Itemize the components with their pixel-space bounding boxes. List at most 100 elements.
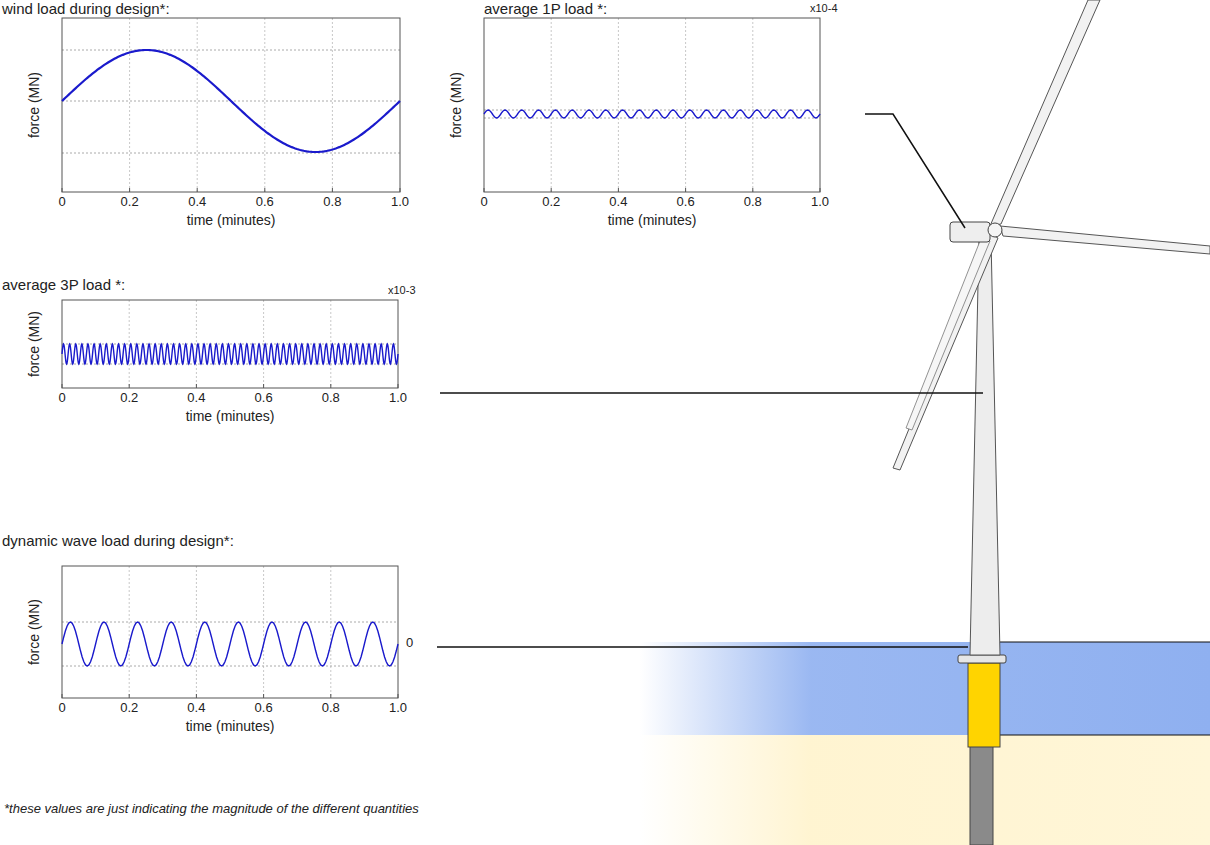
grid-line (685, 18, 686, 192)
grid-line (332, 18, 333, 192)
seabed (640, 735, 1210, 845)
reference-line (62, 666, 398, 667)
load-curve (62, 622, 398, 666)
tick-label: 0.4 (188, 195, 206, 210)
reference-line (484, 118, 820, 119)
nacelle (950, 222, 990, 242)
axis-multiplier: x10-4 (810, 2, 838, 15)
reference-line (484, 110, 820, 111)
tick-label: 0 (58, 195, 65, 210)
rotor-blade-rear (906, 236, 990, 430)
sea-surface-line (1000, 641, 1210, 642)
axis-label: time (minutes) (608, 212, 697, 228)
grid-line (551, 18, 552, 192)
chart-title: wind load during design*: (2, 0, 170, 17)
tick-label: 0.4 (187, 701, 205, 716)
tick-label: 0.8 (323, 195, 341, 210)
footnote: *these values are just indicating the ma… (4, 802, 419, 817)
load-curve (62, 50, 400, 152)
sea-water (640, 642, 1210, 735)
tick-mark (263, 384, 264, 388)
tower-flange (958, 655, 1006, 663)
tick-label: 0.2 (120, 701, 138, 716)
tick-label: 1.0 (391, 195, 409, 210)
chart-plot (484, 18, 820, 192)
tick-mark (330, 384, 331, 388)
axis-label: time (minutes) (186, 718, 275, 734)
chart-plot (62, 18, 400, 192)
axis-label: force (MN) (448, 72, 464, 138)
tick-label: 0.8 (322, 391, 340, 406)
tower (970, 238, 1000, 655)
leader-line (437, 646, 968, 648)
chart-frame (62, 300, 398, 388)
tick-mark (332, 188, 333, 192)
tick-mark (62, 188, 63, 192)
rotor-blade (1000, 226, 1210, 254)
tick-mark (685, 188, 686, 192)
tick-mark (484, 188, 485, 192)
tick-label: 0 (58, 701, 65, 716)
tick-mark (196, 384, 197, 388)
chart-title: average 3P load *: (2, 276, 125, 293)
transition-piece (968, 663, 1000, 747)
tick-label: 1.0 (389, 701, 407, 716)
grid-line (263, 566, 264, 698)
tick-mark (752, 188, 753, 192)
tick-mark (820, 188, 821, 192)
load-curve (62, 344, 398, 364)
tick-label: 0.6 (255, 701, 273, 716)
tick-label: 0.8 (744, 195, 762, 210)
axis-multiplier: x10-3 (388, 284, 416, 297)
tick-label: 0.2 (120, 391, 138, 406)
tick-mark (62, 694, 63, 698)
tick-label: 0.6 (255, 391, 273, 406)
axis-label: force (MN) (26, 72, 42, 138)
tick-label: 0.8 (322, 701, 340, 716)
chart-panel: average 3P load *:force (MN)time (minute… (17, 276, 413, 428)
tick-mark (129, 188, 130, 192)
tick-label: 0.4 (609, 195, 627, 210)
tick-mark (196, 694, 197, 698)
reference-line (62, 50, 400, 51)
chart-panel: wind load during design*:force (MN)time … (17, 0, 415, 232)
tick-label: 0 (58, 391, 65, 406)
tick-mark (551, 188, 552, 192)
seabed-line (1000, 734, 1210, 735)
tick-label: 0.6 (677, 195, 695, 210)
axis-label: force (MN) (26, 311, 42, 377)
axis-label: time (minutes) (187, 212, 276, 228)
tick-mark (398, 694, 399, 698)
tick-mark (400, 188, 401, 192)
tick-mark (129, 384, 130, 388)
grid-line (196, 300, 197, 388)
tick-mark (398, 384, 399, 388)
leader-line (865, 114, 965, 228)
chart-plot (62, 566, 398, 698)
tick-mark (330, 694, 331, 698)
grid-line (618, 18, 619, 192)
grid-line (330, 566, 331, 698)
chart-panel: dynamic wave load during design*:force (… (17, 532, 413, 738)
load-curve (484, 110, 820, 118)
chart-frame (62, 566, 398, 698)
tick-label: 0.2 (542, 195, 560, 210)
grid-line (197, 18, 198, 192)
chart-panel: average 1P load *: force (MN) time (minute… (439, 0, 835, 232)
grid-line (264, 18, 265, 192)
reference-line (62, 622, 398, 623)
grid-line (129, 18, 130, 192)
axis-label: force (MN) (26, 599, 42, 665)
chart-frame (62, 18, 400, 192)
tick-mark (62, 384, 63, 388)
chart-title: average 1P load *: (484, 0, 607, 17)
leader-line (440, 392, 983, 394)
tick-label: 0.6 (256, 195, 274, 210)
tick-label: 1.0 (389, 391, 407, 406)
rotor-blade (990, 0, 1100, 226)
grid-line (196, 566, 197, 698)
tick-label: 0.2 (121, 195, 139, 210)
tick-mark (618, 188, 619, 192)
tick-mark (197, 188, 198, 192)
